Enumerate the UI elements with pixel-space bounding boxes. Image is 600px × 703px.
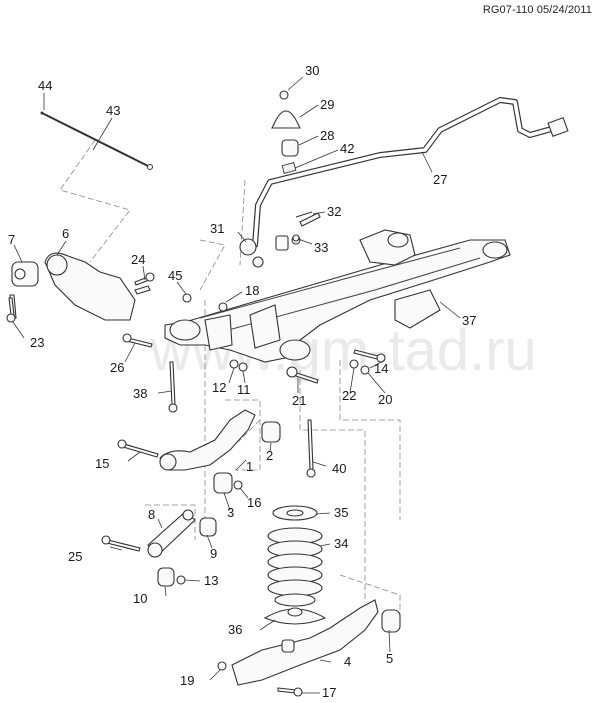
- callout-16: 16: [247, 495, 261, 510]
- callout-3: 3: [227, 505, 234, 520]
- upper-control-arm: [159, 409, 281, 494]
- toe-link: [147, 509, 217, 587]
- stabilizer-link: [239, 212, 321, 268]
- callout-8: 8: [148, 507, 155, 522]
- stabilizer-bar: [252, 97, 569, 248]
- callout-18: 18: [245, 283, 259, 298]
- callout-32: 32: [327, 204, 341, 219]
- callout-23: 23: [30, 335, 44, 350]
- lower-control-arm: [231, 599, 401, 686]
- callout-17: 17: [322, 685, 336, 700]
- callout-43: 43: [106, 103, 120, 118]
- callout-36: 36: [228, 622, 242, 637]
- callout-2: 2: [266, 448, 273, 463]
- callout-19: 19: [180, 673, 194, 688]
- fasteners: [6, 211, 386, 697]
- rear-crossmember-frame: [164, 229, 511, 363]
- callout-42: 42: [340, 141, 354, 156]
- callout-15: 15: [95, 456, 109, 471]
- callout-labels: 44 43 30 29 28 42 27 32 31 33 7 6 24 45 …: [8, 63, 476, 700]
- callout-9: 9: [210, 546, 217, 561]
- callout-7: 7: [8, 232, 15, 247]
- callout-11: 11: [237, 382, 251, 397]
- diagram-code: RG07-110 05/24/2011: [482, 4, 592, 16]
- callout-24: 24: [131, 252, 145, 267]
- leader-lines: [12, 76, 461, 694]
- stabilizer-bracket-parts: [271, 90, 301, 175]
- callout-6: 6: [62, 226, 69, 241]
- callout-37: 37: [462, 313, 476, 328]
- callout-14: 14: [374, 361, 388, 376]
- callout-29: 29: [320, 97, 334, 112]
- callout-30: 30: [305, 63, 319, 78]
- callout-26: 26: [110, 360, 124, 375]
- callout-28: 28: [320, 128, 334, 143]
- callout-34: 34: [334, 536, 348, 551]
- coil-spring-assembly: [263, 505, 327, 625]
- callout-35: 35: [334, 505, 348, 520]
- callout-45: 45: [168, 268, 182, 283]
- callout-44: 44: [38, 78, 52, 93]
- callout-40: 40: [332, 461, 346, 476]
- callout-27: 27: [433, 172, 447, 187]
- callout-22: 22: [342, 388, 356, 403]
- callout-4: 4: [344, 654, 351, 669]
- callout-38: 38: [133, 386, 147, 401]
- callout-20: 20: [378, 392, 392, 407]
- callout-5: 5: [386, 651, 393, 666]
- callout-1: 1: [246, 459, 253, 474]
- callout-21: 21: [292, 393, 306, 408]
- wiring-harness: [40, 111, 153, 170]
- callout-12: 12: [212, 380, 226, 395]
- callout-13: 13: [204, 573, 218, 588]
- callout-25: 25: [68, 549, 82, 564]
- callout-33: 33: [314, 240, 328, 255]
- trailing-arm: [9, 252, 151, 321]
- callout-31: 31: [210, 221, 224, 236]
- callout-10: 10: [133, 591, 147, 606]
